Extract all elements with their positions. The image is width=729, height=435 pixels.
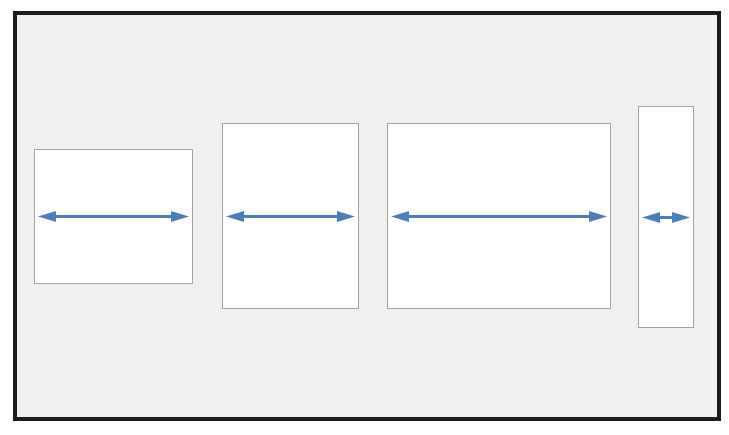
double-arrow-icon	[642, 211, 690, 223]
diagram-frame	[13, 11, 721, 421]
width-box	[387, 123, 611, 309]
width-box	[222, 123, 359, 309]
double-arrow-icon	[391, 210, 607, 222]
width-box	[638, 106, 694, 328]
width-box	[34, 149, 193, 284]
double-arrow-icon	[38, 211, 189, 222]
double-arrow-icon	[226, 210, 355, 222]
